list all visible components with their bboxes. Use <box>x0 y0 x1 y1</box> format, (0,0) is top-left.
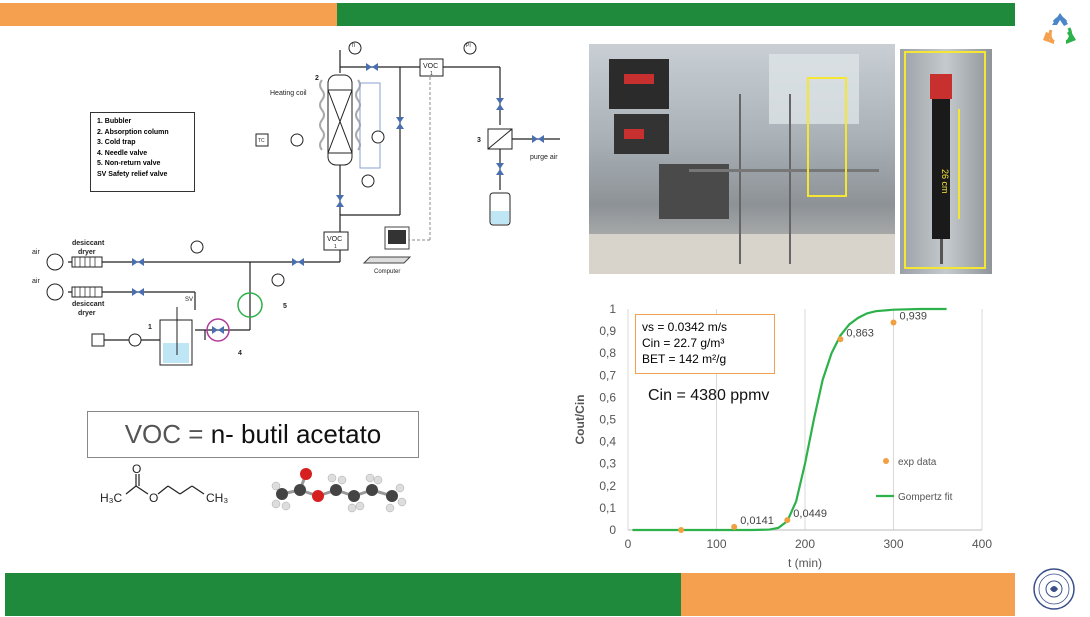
y-tick-label: 0,7 <box>599 368 616 382</box>
sv-label: SV <box>185 297 193 303</box>
legend-item: 4. Needle valve <box>97 149 148 157</box>
ti-label: TI <box>351 43 355 49</box>
gompertz-fit-line <box>632 307 947 532</box>
column-detail-photo: 26 cm <box>900 49 992 274</box>
chart-params-box: vs = 0.0342 m/s Cin = 22.7 g/m³ BET = 14… <box>635 314 775 374</box>
molecule-structural-formula: H₃C O O CH₃ <box>100 462 228 505</box>
x-tick-label: 0 <box>625 537 632 551</box>
legend-item: 1. Bubbler <box>97 118 132 125</box>
data-label: 0,939 <box>900 310 928 322</box>
diagram-legend: 1. Bubbler 2. Absorption column 3. Cold … <box>90 112 195 192</box>
y-tick-label: 0,2 <box>599 479 616 493</box>
num-1-label: 1 <box>148 324 152 331</box>
computer-label: Computer <box>374 269 400 275</box>
legend-item: 5. Non-return valve <box>97 160 161 167</box>
y-tick-label: 0,9 <box>599 324 616 338</box>
column-length-label: 26 cm <box>940 169 950 194</box>
bottom-band-green <box>5 573 681 616</box>
param-bet: BET = 142 m²/g <box>642 352 727 366</box>
legend-label-exp: exp data <box>898 457 937 468</box>
ball-and-stick-model <box>271 468 407 513</box>
num-4-label: 4 <box>238 350 242 357</box>
purge-air-label: purge air <box>530 154 558 161</box>
data-label: 0,0449 <box>793 508 827 520</box>
y-tick-label: 0,8 <box>599 346 616 360</box>
y-tick-label: 0,3 <box>599 457 616 471</box>
num-3-label: 3 <box>477 137 481 144</box>
voc-title-box: VOC = n- butil acetato <box>87 411 419 458</box>
exp-data-point <box>731 523 738 530</box>
num-2-label: 2 <box>315 75 319 82</box>
process-diagram: Heating coil air air desiccant dryer des… <box>32 41 560 366</box>
legend-marker-exp <box>883 458 889 464</box>
voc-title-prefix: VOC = <box>124 419 211 449</box>
exp-data-point <box>890 319 897 326</box>
legend-item: 2. Absorption column <box>97 128 169 136</box>
molecule-o-top: O <box>132 462 141 476</box>
data-label: 0,0141 <box>740 515 774 527</box>
legend-item: SV Safety relief valve <box>97 170 168 178</box>
desiccant-top-label: desiccant <box>72 240 105 247</box>
desiccant-bottom-label: desiccant <box>72 301 105 308</box>
dryer-bottom-label: dryer <box>78 310 96 317</box>
legend-label-fit: Gompertz fit <box>898 492 953 503</box>
exp-data-point <box>837 336 844 343</box>
molecule-h3c: H₃C <box>100 491 123 505</box>
y-tick-label: 0,5 <box>599 413 616 427</box>
university-seal-icon <box>1033 568 1075 610</box>
molecule-o-mid: O <box>149 491 158 505</box>
top-band-orange <box>0 3 337 26</box>
lab-setup-photo <box>589 44 895 274</box>
cin-ppmv-label: Cin = 4380 ppmv <box>648 387 770 404</box>
air-bottom-label: air <box>32 278 40 285</box>
voc-top-num: 1 <box>430 71 433 77</box>
param-vs: vs = 0.0342 m/s <box>642 320 728 334</box>
top-band-green <box>337 3 1015 26</box>
x-tick-label: 200 <box>795 537 815 551</box>
molecule-ch3: CH₃ <box>206 491 228 505</box>
x-tick-label: 300 <box>883 537 903 551</box>
y-axis-title: Cout/Cin <box>573 395 587 445</box>
y-tick-label: 0,6 <box>599 390 616 404</box>
data-label: 0,863 <box>846 327 874 339</box>
exp-data-point <box>784 517 791 524</box>
pi-label: PI <box>466 43 471 49</box>
x-tick-label: 100 <box>706 537 726 551</box>
voc-top-label: VOC <box>423 63 438 70</box>
y-tick-label: 0,4 <box>599 435 616 449</box>
tc-label: TC <box>258 138 265 144</box>
voc-title-name: n- butil acetato <box>210 419 382 449</box>
exp-data-point <box>678 527 685 533</box>
bottom-band-orange <box>681 573 1015 616</box>
recycle-logo-icon <box>1043 13 1076 44</box>
x-axis-title: t (min) <box>788 556 822 570</box>
y-tick-label: 0 <box>609 523 616 537</box>
voc-mid-label: VOC <box>327 236 342 243</box>
dryer-top-label: dryer <box>78 249 96 256</box>
voc-mid-num: 1 <box>334 244 337 250</box>
y-tick-label: 0,1 <box>599 501 616 515</box>
air-top-label: air <box>32 249 40 256</box>
x-tick-label: 400 <box>972 537 992 551</box>
y-tick-label: 1 <box>609 302 616 316</box>
param-cin: Cin = 22.7 g/m³ <box>642 336 725 350</box>
legend-item: 3. Cold trap <box>97 139 136 146</box>
heating-coil-label: Heating coil <box>270 90 307 97</box>
num-5-label: 5 <box>283 303 287 310</box>
